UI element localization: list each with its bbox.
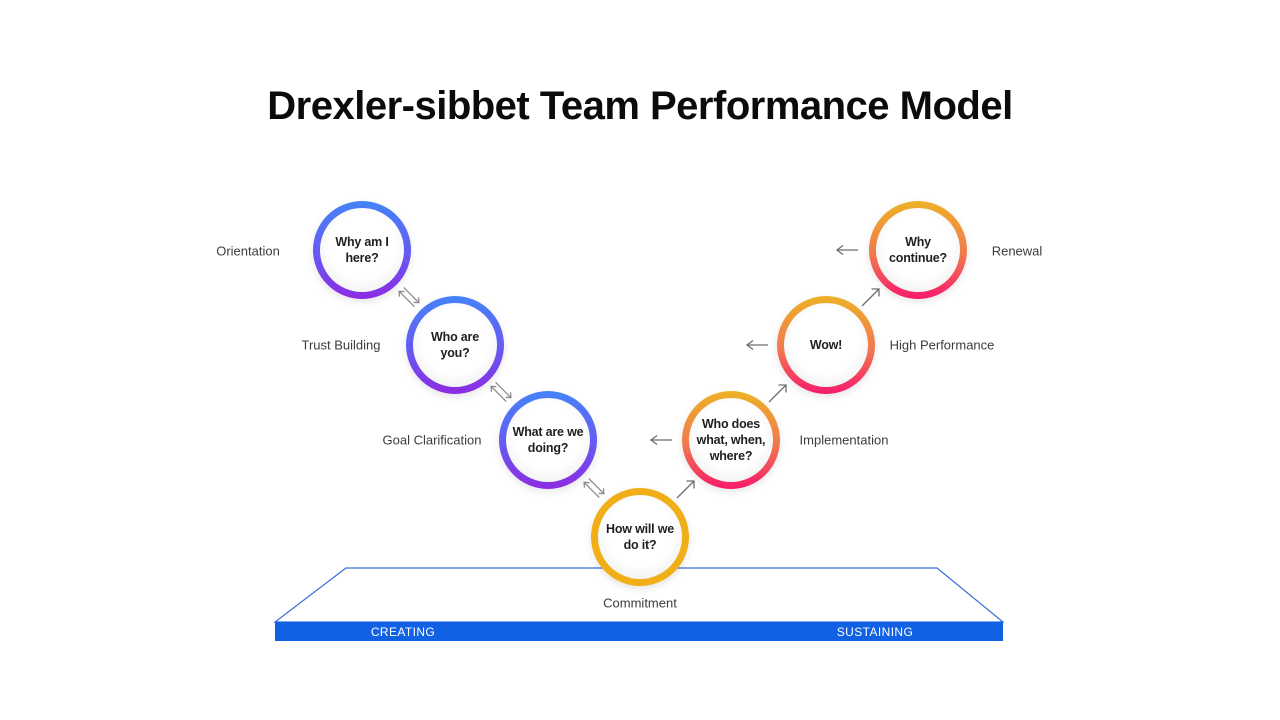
stage-circle-high-performance: Wow!	[777, 296, 875, 394]
stage-circle-inner: Why continue?	[876, 208, 960, 292]
double-arrow-icon	[393, 281, 424, 312]
label-trust-building: Trust Building	[301, 337, 381, 353]
left-arrow-icon	[835, 244, 859, 256]
stage-circle-goal-clarification: What are we doing?	[499, 391, 597, 489]
left-arrow-icon	[745, 339, 769, 351]
stage-circle-inner: Why am I here?	[320, 208, 404, 292]
stage-question: Who are you?	[431, 329, 479, 360]
left-arrow-icon	[649, 434, 673, 446]
stage-circle-inner: Wow!	[784, 303, 868, 387]
stage-question: Why am I here?	[335, 234, 389, 265]
page-title: Drexler-sibbet Team Performance Model	[267, 84, 1013, 128]
stage-circle-orientation: Why am I here?	[313, 201, 411, 299]
creating-label: CREATING	[370, 624, 436, 639]
stage-circle-inner: Who does what, when, where?	[689, 398, 773, 482]
label-orientation: Orientation	[216, 243, 280, 259]
up-right-arrow-icon	[858, 284, 884, 310]
stage-question: What are we doing?	[512, 424, 584, 455]
label-goal-clarification: Goal Clarification	[382, 432, 482, 448]
stage-circle-renewal: Why continue?	[869, 201, 967, 299]
stage-circle-inner: How will we do it?	[598, 495, 682, 579]
stage-circle-implementation: Who does what, when, where?	[682, 391, 780, 489]
platform-bar: CREATING SUSTAINING	[275, 622, 1003, 641]
stage-circle-commitment: How will we do it?	[591, 488, 689, 586]
label-implementation: Implementation	[799, 432, 889, 448]
stage-question: Wow!	[809, 337, 843, 352]
stage-circle-inner: What are we doing?	[506, 398, 590, 482]
stage-question: How will we do it?	[606, 521, 674, 552]
stage-circle-inner: Who are you?	[413, 303, 497, 387]
stage-circle-trust-building: Who are you?	[406, 296, 504, 394]
stage-question: Why continue?	[889, 234, 947, 265]
up-right-arrow-icon	[673, 476, 699, 502]
double-arrow-icon	[485, 376, 516, 407]
sustaining-label: SUSTAINING	[836, 624, 914, 639]
label-renewal: Renewal	[991, 243, 1043, 259]
label-commitment: Commitment	[603, 595, 677, 611]
stage-question: Who does what, when, where?	[696, 416, 766, 464]
label-high-performance: High Performance	[889, 337, 995, 353]
up-right-arrow-icon	[765, 380, 791, 406]
double-arrow-icon	[578, 472, 609, 503]
